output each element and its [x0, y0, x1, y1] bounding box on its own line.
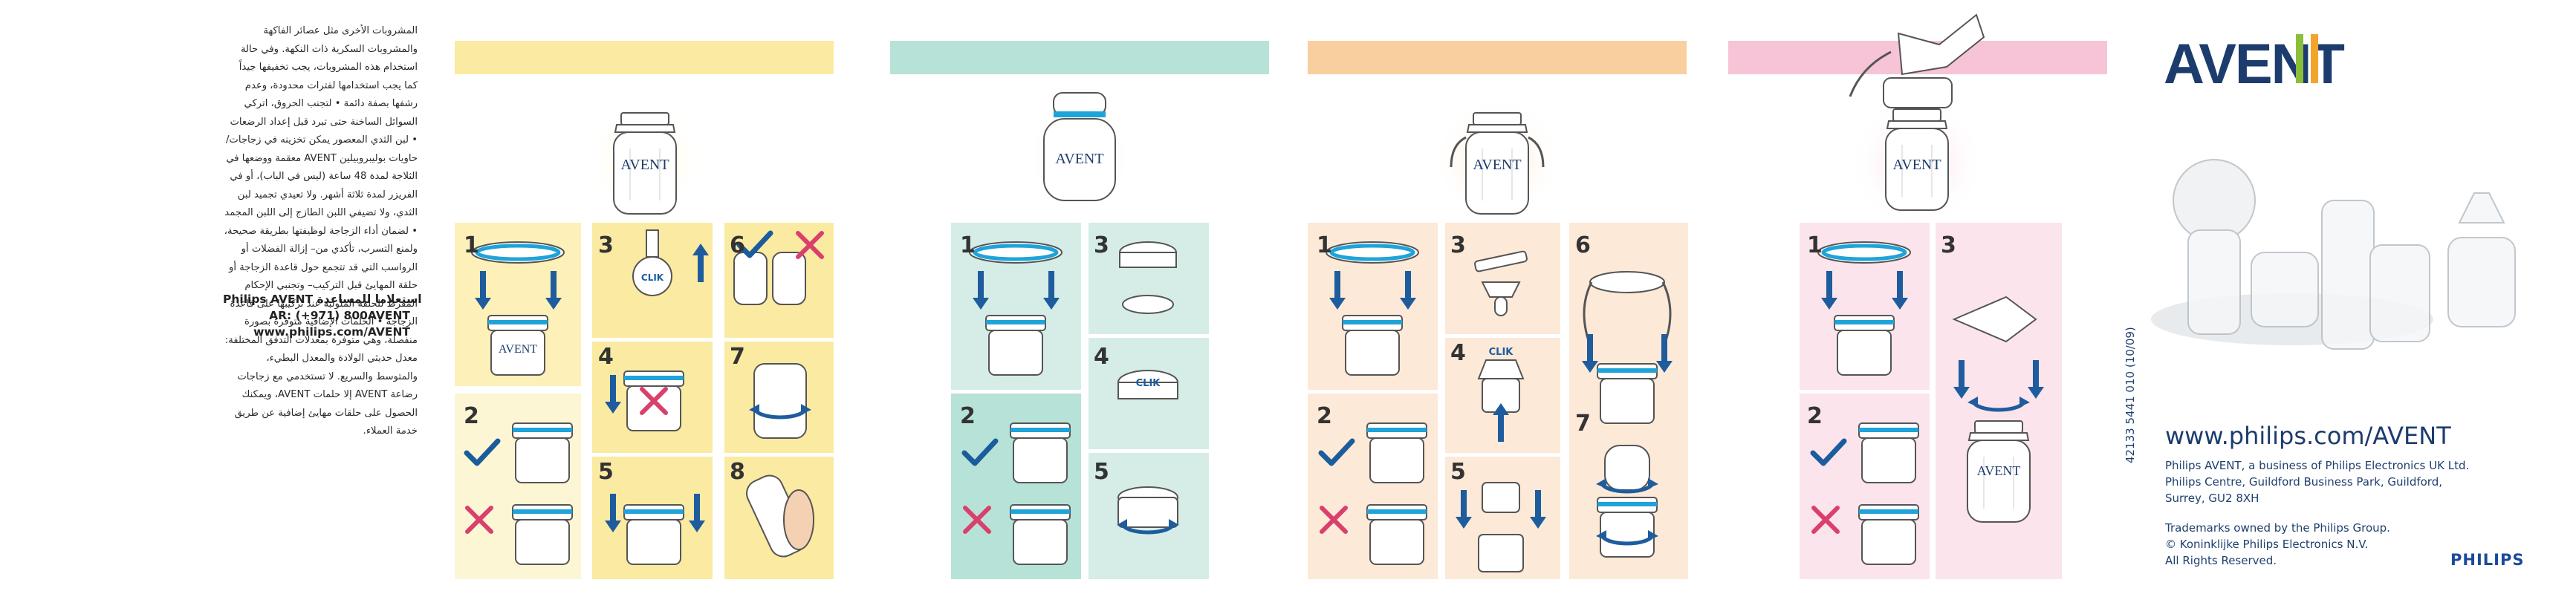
panel-2: AVENT CLIK 1 2 3 4 5	[890, 41, 1269, 579]
step-number: 1	[960, 232, 976, 258]
panel-3-band	[1308, 41, 1687, 74]
step-number: 4	[598, 344, 614, 370]
step-number: 7	[730, 344, 745, 370]
trademark-line: © Koninklijke Philips Electronics N.V.	[2165, 538, 2369, 551]
step-number: 5	[1450, 459, 1466, 485]
step-number: 4	[1094, 344, 1109, 370]
address-line: Surrey, GU2 8XH	[2165, 492, 2259, 505]
clik-label: CLIK	[641, 272, 664, 283]
step-number: 6	[1575, 232, 1591, 258]
address-line: Philips AVENT, a business of Philips Ele…	[2165, 459, 2470, 472]
philips-logo: PHILIPS	[2450, 551, 2525, 569]
brand-panel: AVENT	[2151, 33, 2516, 350]
address-line: Philips Centre, Guildford Business Park,…	[2165, 475, 2442, 489]
step-number: 1	[464, 232, 479, 258]
step-number: 8	[730, 459, 745, 485]
contact-url: www.philips.com/AVENT	[253, 325, 410, 339]
step-number: 5	[1094, 459, 1109, 485]
step-number: 4	[1450, 340, 1466, 366]
svg-text:AVENT: AVENT	[499, 343, 537, 356]
bottle-logo: AVENT	[1055, 151, 1103, 167]
step-number: 5	[598, 459, 614, 485]
clik-label: CLIK	[1489, 347, 1514, 358]
step-number: 1	[1317, 232, 1332, 258]
step-number: 1	[1807, 232, 1823, 258]
step-number: 3	[1450, 232, 1466, 258]
clik-label: CLIK	[1136, 378, 1161, 389]
panel-4: AVENT AVENT 1 2 3	[1728, 13, 2107, 579]
svg-text:AVENT: AVENT	[1977, 463, 2021, 478]
step-number: 2	[960, 403, 976, 429]
step-number: 6	[730, 232, 745, 258]
step-number: 2	[464, 403, 479, 429]
document-code: 42133 5441 010 (10/09)	[2124, 327, 2137, 463]
arabic-instructions: المشروبات الأخرى مثل عصائر الفاكهة والمش…	[224, 25, 418, 437]
trademark-note: Trademarks owned by the Philips Group. ©…	[2165, 520, 2390, 569]
bottle-logo: AVENT	[620, 157, 669, 173]
step-number: 3	[598, 232, 614, 258]
avent-logo: AVENT	[2164, 33, 2346, 96]
step-number: 3	[1094, 232, 1109, 258]
panel-1: AVENT AVENT CLIK	[455, 41, 834, 579]
step-number: 7	[1575, 411, 1591, 437]
panel-1-band	[455, 41, 834, 74]
bottle-logo: AVENT	[1892, 157, 1941, 173]
bottle-logo: AVENT	[1473, 157, 1521, 173]
brand-address: Philips AVENT, a business of Philips Ele…	[2165, 457, 2469, 506]
step-number: 2	[1807, 403, 1823, 429]
contact-block: Philips AVENT استعلاما للمساعدة AR: (+97…	[223, 291, 422, 340]
contact-line: Philips AVENT استعلاما للمساعدة	[223, 293, 422, 306]
trademark-line: Trademarks owned by the Philips Group.	[2165, 521, 2390, 535]
step-number: 3	[1941, 232, 1956, 258]
contact-phone: AR: (+971) 800AVENT	[269, 309, 410, 322]
panel-2-band	[890, 41, 1269, 74]
brand-url[interactable]: www.philips.com/AVENT	[2165, 422, 2451, 450]
panel-3: AVENT CLIK 1 2	[1308, 41, 1688, 579]
trademark-line: All Rights Reserved.	[2165, 554, 2277, 567]
step-number: 2	[1317, 403, 1332, 429]
